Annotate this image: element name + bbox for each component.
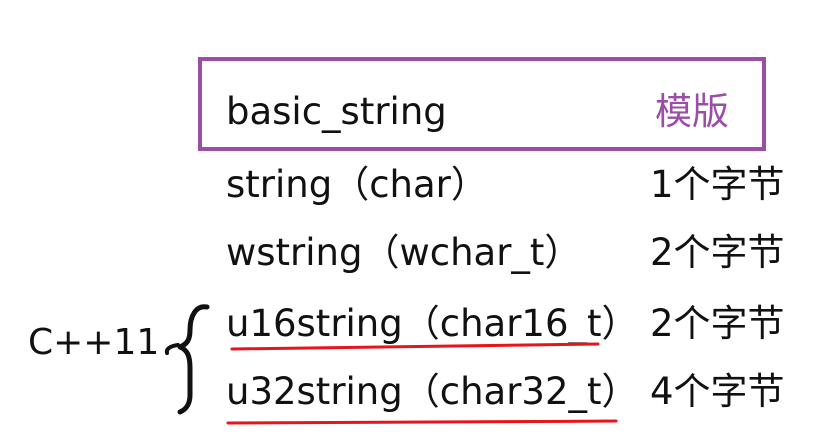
template-box [198,57,766,151]
u32string-underline [226,419,618,425]
cpp11-label: C++11 [28,322,160,363]
type-u16string: u16string（char16_t） [226,302,639,345]
type-wstring: wstring（wchar_t） [226,231,582,274]
size-u32string: 4个字节 [650,370,785,413]
template-label: 模版 [655,90,729,133]
basic-string-label: basic_string [226,90,447,133]
curly-brace [177,304,210,415]
type-string: string（char） [226,163,488,206]
size-wstring: 2个字节 [650,231,785,274]
type-u32string: u32string（char32_t） [226,370,639,413]
u16string-underline [230,342,600,351]
size-string: 1个字节 [650,163,785,206]
brace-hook [164,343,180,355]
size-u16string: 2个字节 [650,302,785,345]
